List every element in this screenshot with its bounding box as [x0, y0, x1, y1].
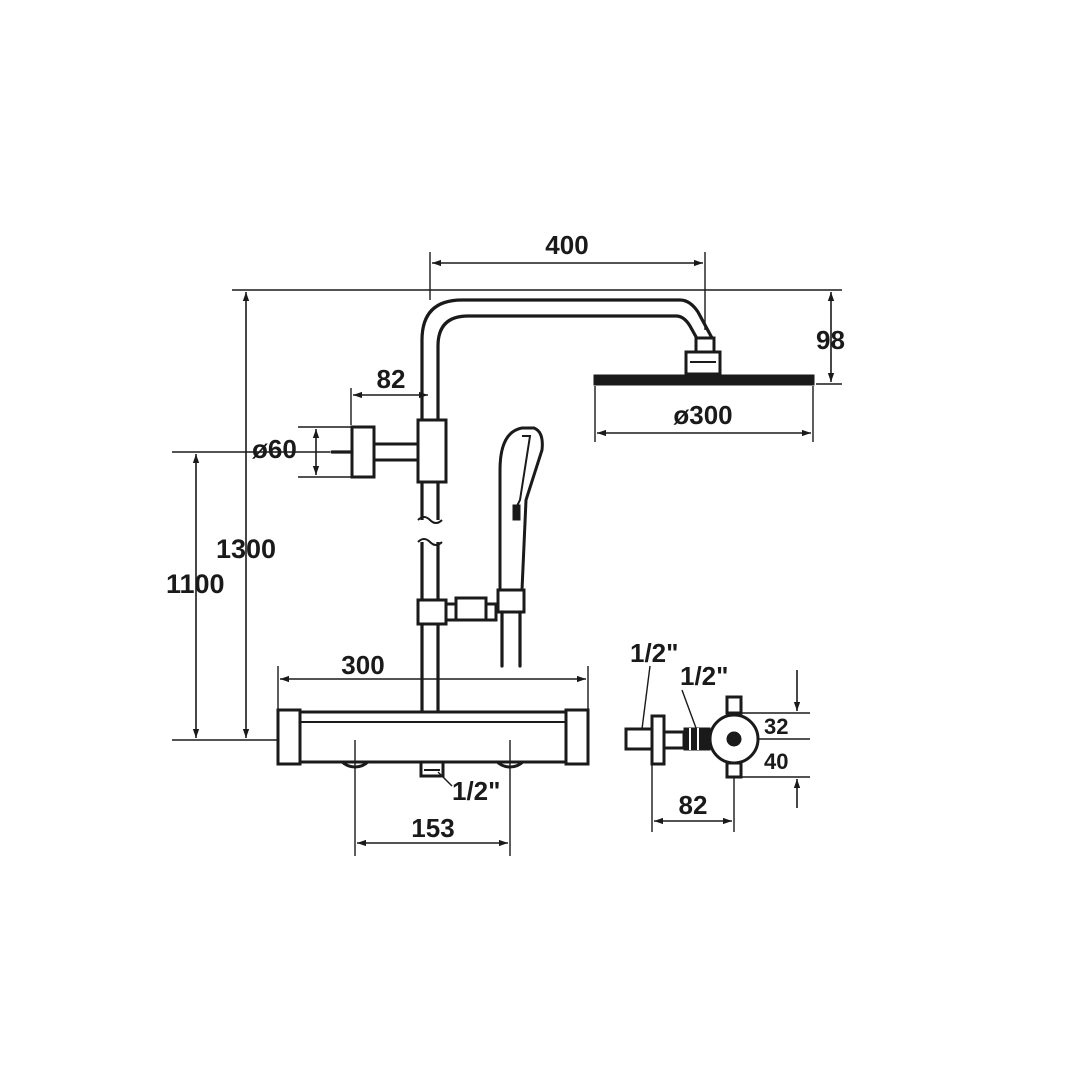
label-head-diameter: ø300 [673, 400, 732, 430]
label-mixer-height: 1100 [166, 569, 225, 599]
shower-head-connector [684, 336, 722, 376]
label-bracket-diameter: ø60 [252, 434, 297, 464]
label-outlet-thread: 1/2" [452, 776, 500, 806]
label-arm-length: 400 [545, 230, 588, 260]
rain-shower-head [593, 374, 815, 386]
label-inlet-thread-a: 1/2" [630, 638, 678, 668]
eccentric-connector [624, 695, 760, 779]
shower-arm [420, 298, 714, 714]
dimension-bracket-diameter: ø60 [252, 426, 352, 478]
annotation-outlet-thread: 1/2" [437, 771, 500, 806]
annotation-inlet-thread-a: 1/2" [630, 638, 678, 730]
label-eccentric-lower: 40 [764, 749, 788, 774]
dimension-head-height: 98 [816, 292, 845, 385]
riser-break [417, 516, 443, 546]
label-mixer-width: 300 [341, 650, 384, 680]
label-eccentric-depth: 82 [679, 790, 708, 820]
dimension-inlet-spacing: 153 [354, 740, 511, 856]
label-inlet-thread-b: 1/2" [680, 661, 728, 691]
dimension-eccentric-upper: 32 [741, 670, 810, 778]
dimension-total-height: 1300 [216, 292, 276, 738]
dimension-head-diameter: ø300 [594, 386, 814, 442]
label-bracket-offset: 82 [377, 364, 406, 394]
label-eccentric-upper: 32 [764, 714, 788, 739]
dimension-mixer-width: 300 [277, 650, 589, 710]
dimension-arm-length: 400 [429, 230, 706, 330]
dimension-eccentric-lower: 40 [764, 749, 801, 808]
hand-shower-holder [416, 596, 498, 626]
thermostatic-mixer [276, 708, 590, 778]
label-inlet-spacing: 153 [411, 813, 454, 843]
dimension-bracket-offset: 82 [350, 364, 428, 425]
wall-bracket [330, 418, 448, 484]
label-total-height: 1300 [216, 534, 276, 564]
label-head-height: 98 [816, 325, 845, 355]
dimension-mixer-height: 1100 [166, 451, 330, 741]
dimension-eccentric-depth: 82 [651, 764, 735, 832]
hand-shower [496, 426, 544, 668]
annotation-inlet-thread-b: 1/2" [680, 661, 728, 729]
